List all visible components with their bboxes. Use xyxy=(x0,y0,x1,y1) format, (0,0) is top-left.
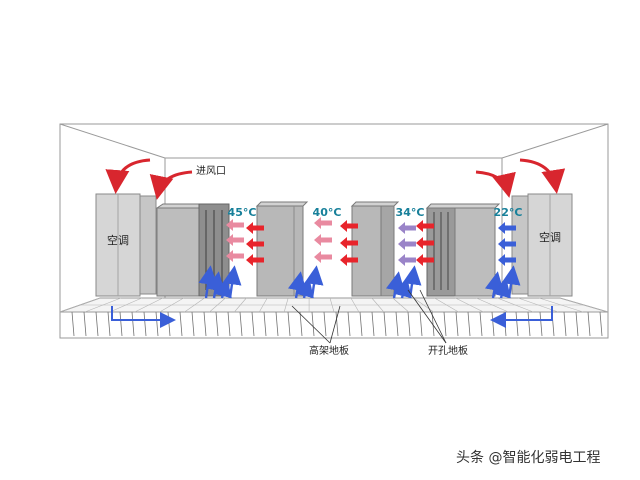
floor-post xyxy=(383,311,387,337)
cold-air-arrow-icon xyxy=(498,254,516,266)
floor-post xyxy=(335,311,339,337)
hot-air-arrow-icon xyxy=(340,220,358,232)
return-arrow-right xyxy=(490,306,553,328)
cold-air-arrow-icon xyxy=(222,265,242,299)
floor-post xyxy=(599,311,603,337)
floor-post xyxy=(107,311,111,337)
floor-post xyxy=(527,311,531,337)
floor-post xyxy=(371,311,375,337)
inlet-arrows xyxy=(105,158,566,200)
cold-air-arrow-icon xyxy=(498,238,516,250)
server-cabinet-row-3 xyxy=(350,201,400,297)
floor-post xyxy=(251,311,255,337)
warm-air-arrow-icon xyxy=(226,234,244,246)
watermark-text: 头条 @智能化弱电工程 xyxy=(456,449,600,466)
return-air-arrows xyxy=(111,306,553,328)
hot-air-arrow-icon xyxy=(246,222,264,234)
hot-air-arrow-icon xyxy=(416,220,434,232)
floor-post xyxy=(467,311,471,337)
floor-post xyxy=(215,311,219,337)
floor-post xyxy=(179,311,183,337)
floor-post xyxy=(191,311,195,337)
cold-air-arrow-icon xyxy=(385,271,405,299)
hot-air-arrow-icon xyxy=(416,254,434,266)
inlet-arrow-left-inner xyxy=(149,170,193,200)
cold-air-arrow-icon xyxy=(295,277,314,299)
inlet-arrow-left-outer xyxy=(105,158,151,194)
cold-air-arrow-icon xyxy=(498,222,516,234)
ac-left-label: 空调 xyxy=(107,233,129,247)
inlet-arrow-right-inner xyxy=(475,170,516,198)
floor-grid xyxy=(59,297,609,313)
air-inlet-label: 进风口 xyxy=(196,165,226,177)
floor-post xyxy=(515,311,519,337)
cold-air-arrow-icon xyxy=(501,265,521,299)
temperature-label-3: 34°C xyxy=(396,206,425,219)
cold-air-arrow-icon xyxy=(304,265,324,299)
floor-post xyxy=(227,311,231,337)
inlet-arrow-right-outer xyxy=(519,158,566,194)
hot-air-arrow-icon xyxy=(246,238,264,250)
floor-post xyxy=(239,311,243,337)
mixed-air-arrow-icon xyxy=(398,238,416,250)
raised-floor-label: 高架地板 xyxy=(309,344,349,357)
floor-post xyxy=(407,311,411,337)
floor-post xyxy=(455,311,459,337)
floor-callout-leaders xyxy=(291,289,447,344)
floor-post xyxy=(575,311,579,337)
server-cabinet-row-1 xyxy=(155,203,230,297)
return-arrow-left xyxy=(111,306,176,328)
floor-post xyxy=(71,311,75,337)
temperature-label-4: 22°C xyxy=(494,206,523,219)
cold-air-arrow-icon xyxy=(393,277,412,299)
floor-post xyxy=(359,311,363,337)
floor-post xyxy=(419,311,423,337)
hot-air-arrow-icon xyxy=(246,254,264,266)
warm-air-arrow-icon xyxy=(314,234,332,246)
floor-post xyxy=(131,311,135,337)
floor-post xyxy=(83,311,87,337)
raised-floor xyxy=(59,297,609,339)
perforated-floor-label: 开孔地板 xyxy=(428,344,468,357)
warm-air-arrow-icon xyxy=(314,251,332,263)
floor-post xyxy=(323,311,327,337)
mixed-air-arrow-icon xyxy=(398,222,416,234)
floor-post xyxy=(347,311,351,337)
temperature-label-2: 40°C xyxy=(313,206,342,219)
floor-post xyxy=(395,311,399,337)
floor-post xyxy=(479,311,483,337)
floor-post xyxy=(263,311,267,337)
floor-post xyxy=(311,311,315,337)
floor-post xyxy=(287,311,291,337)
floor-post xyxy=(539,311,543,337)
temperature-label-1: 45°C xyxy=(228,206,257,219)
floor-post xyxy=(443,311,447,337)
server-cabinet-row-4 xyxy=(425,203,501,297)
hot-air-arrow-icon xyxy=(416,237,434,249)
floor-post xyxy=(119,311,123,337)
floor-support-posts xyxy=(71,311,603,337)
floor-post xyxy=(587,311,591,337)
warm-air-arrow-icon xyxy=(314,217,332,229)
ac-right-label: 空调 xyxy=(539,230,561,244)
floor-post xyxy=(563,311,567,337)
floor-post xyxy=(95,311,99,337)
floor-post xyxy=(275,311,279,337)
floor-post xyxy=(143,311,147,337)
hot-air-arrow-icon xyxy=(340,237,358,249)
floor-post xyxy=(155,311,159,337)
warm-air-arrow-icon xyxy=(226,219,244,231)
floor-post xyxy=(203,311,207,337)
ac-unit-left xyxy=(95,193,157,297)
hot-air-arrow-icon xyxy=(340,254,358,266)
airflow-arrows xyxy=(198,217,521,299)
mixed-air-arrow-icon xyxy=(398,254,416,266)
warm-air-arrow-icon xyxy=(226,250,244,262)
floor-post xyxy=(299,311,303,337)
